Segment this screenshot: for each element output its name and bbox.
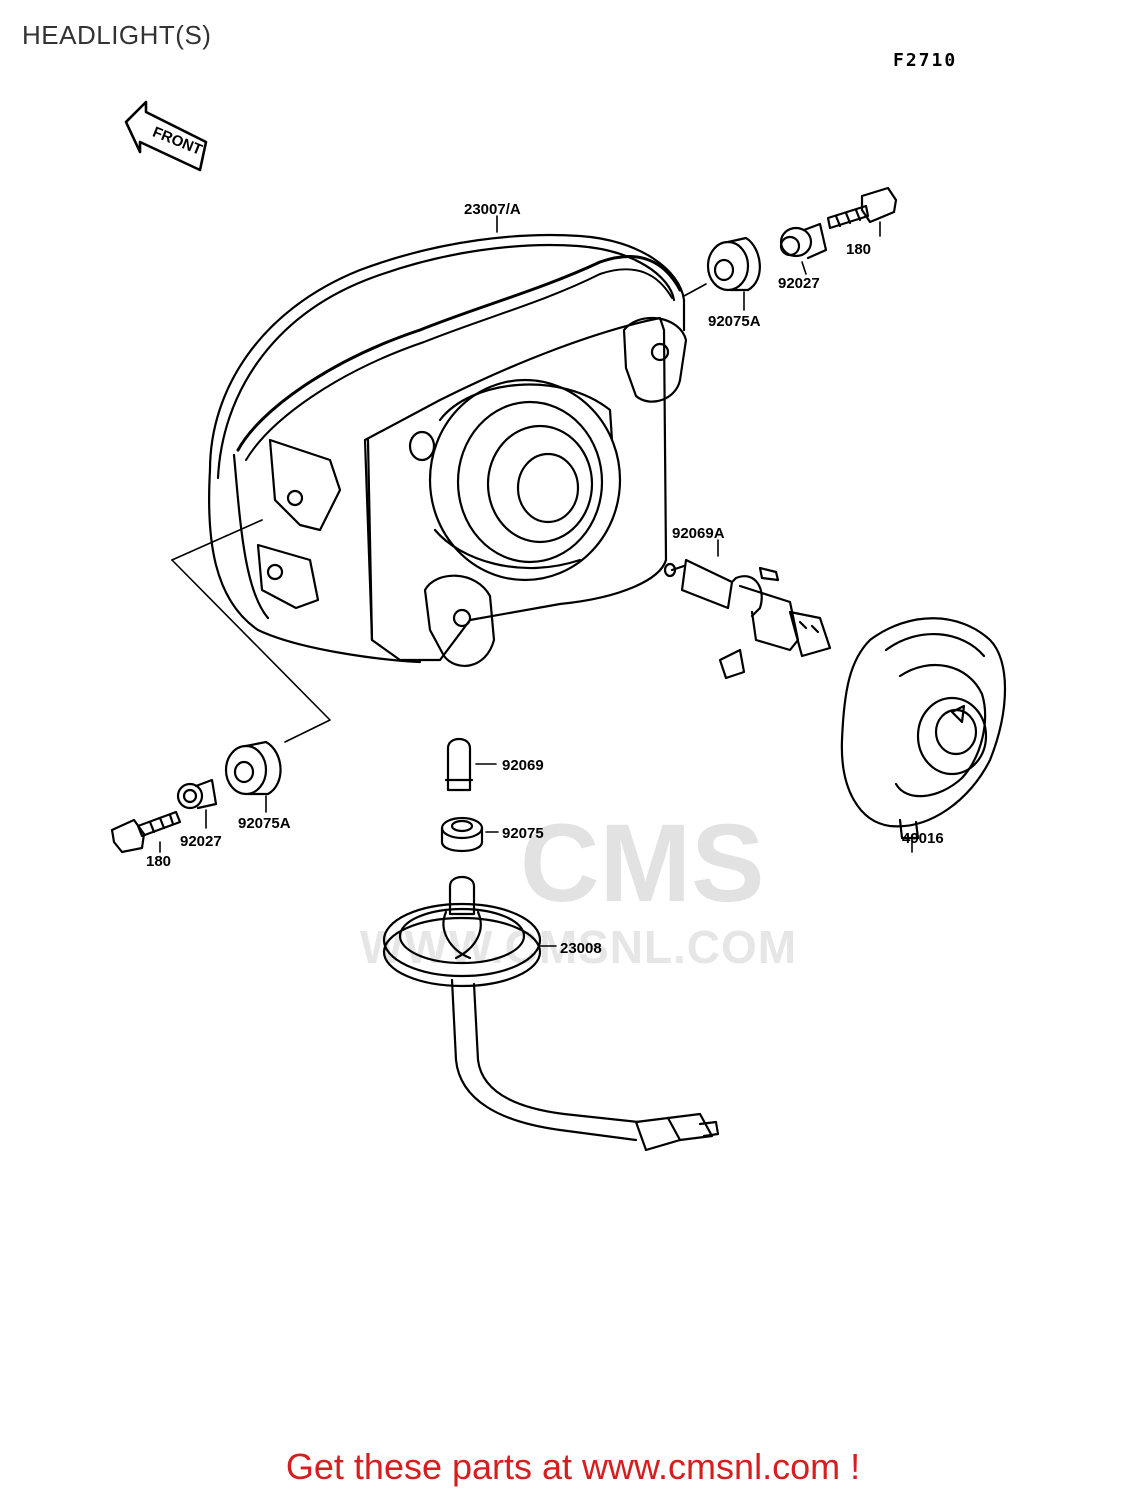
label-collar-left: 92027: [180, 833, 222, 850]
collar-top: [779, 222, 828, 275]
label-grommet-left: 92075A: [238, 815, 291, 832]
collar-left: [176, 778, 218, 829]
watermark-brand: CMS: [520, 802, 765, 925]
label-cover: 49016: [902, 830, 944, 847]
headlight-housing: [171, 233, 688, 743]
label-collar-top: 92027: [778, 275, 820, 292]
label-grommet-small: 92075: [502, 825, 544, 842]
figure-code: F2710: [893, 50, 958, 71]
bolt-top: [826, 186, 898, 237]
rubber-cover: [840, 617, 1007, 853]
label-bolt-left: 180: [146, 853, 171, 870]
grommet-left: [224, 740, 282, 813]
grommet-small: [440, 816, 499, 853]
bolt-left: [110, 810, 182, 854]
label-small-bulb: 92069: [502, 757, 544, 774]
label-socket: 23008: [560, 940, 602, 957]
promo-footer[interactable]: Get these parts at www.cmsnl.com !: [285, 1446, 861, 1487]
page-title: HEADLIGHT(S): [22, 20, 212, 50]
label-housing: 23007/A: [464, 201, 521, 218]
main-bulb: [663, 539, 832, 680]
watermark-url: WWW.CMSNL.COM: [360, 921, 798, 973]
socket-assembly: [382, 875, 720, 1152]
label-grommet-top: 92075A: [708, 313, 761, 330]
label-main-bulb: 92069A: [672, 525, 725, 542]
label-bolt-top: 180: [846, 241, 871, 258]
front-arrow-icon: FRONT: [124, 100, 208, 172]
grommet-top: [683, 236, 761, 311]
small-bulb: [444, 737, 497, 792]
